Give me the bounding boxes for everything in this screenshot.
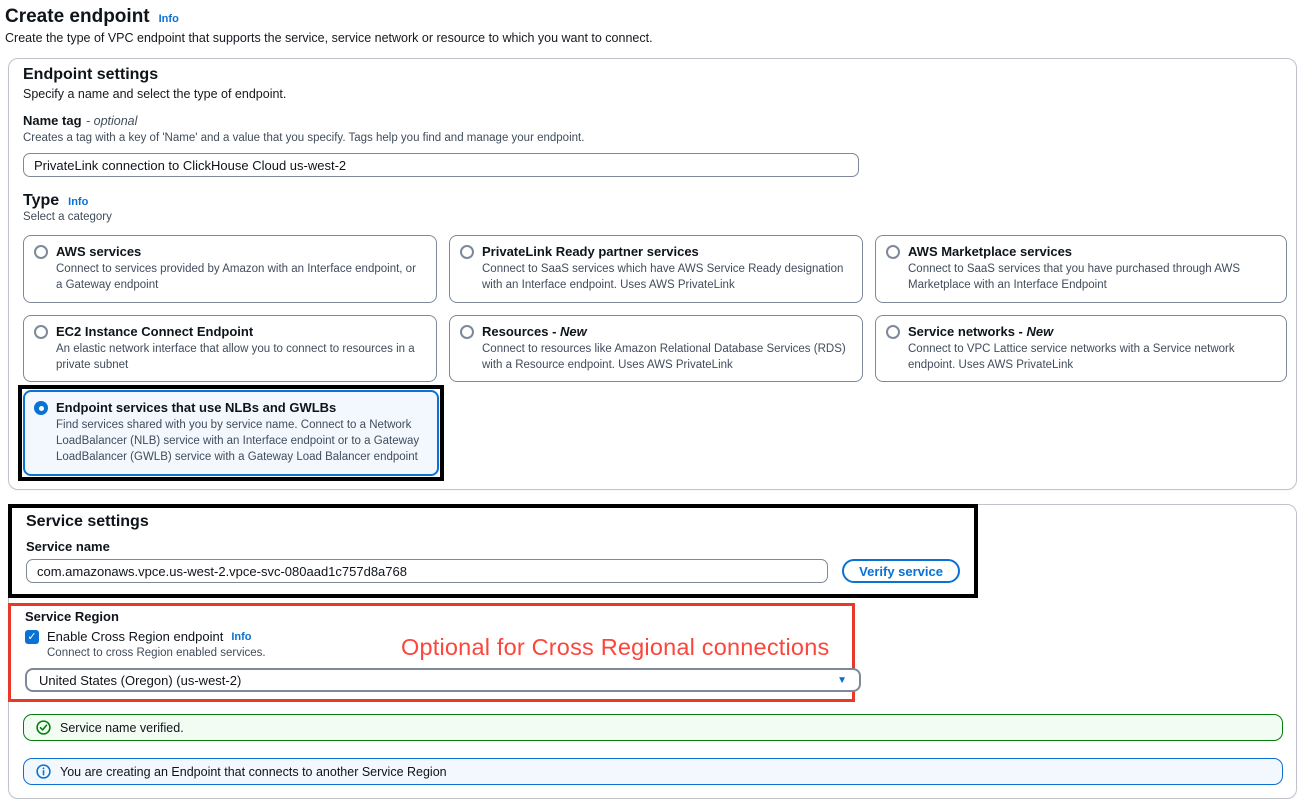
- verify-service-button[interactable]: Verify service: [842, 559, 960, 584]
- type-tiles-grid: AWS services Connect to services provide…: [18, 235, 1287, 482]
- tile-aws-marketplace-services[interactable]: AWS Marketplace services Connect to SaaS…: [875, 235, 1287, 303]
- success-alert-text: Service name verified.: [60, 720, 184, 735]
- service-settings-card: Service settings Service name Verify ser…: [8, 504, 1297, 799]
- endpoint-settings-card: Endpoint settings Specify a name and sel…: [8, 58, 1297, 491]
- service-name-label: Service name: [26, 539, 110, 555]
- tile-title: Endpoint services that use NLBs and GWLB…: [56, 400, 337, 416]
- tile-resources[interactable]: Resources - New Connect to resources lik…: [449, 314, 863, 383]
- name-tag-optional: - optional: [85, 114, 138, 128]
- tile-description: An elastic network interface that allow …: [56, 342, 415, 371]
- tile-title: PrivateLink Ready partner services: [482, 244, 699, 259]
- tile-service-networks[interactable]: Service networks - New Connect to VPC La…: [875, 314, 1287, 383]
- radio-unchecked-icon[interactable]: [886, 324, 900, 339]
- annotation-box-selected-tile: Endpoint services that use NLBs and GWLB…: [18, 385, 444, 482]
- cross-region-description: Connect to cross Region enabled services…: [47, 647, 266, 660]
- tile-description: Connect to services provided by Amazon w…: [56, 263, 416, 291]
- type-heading: Type: [23, 192, 60, 209]
- tile-privatelink-ready-partner-services[interactable]: PrivateLink Ready partner services Conne…: [449, 235, 863, 303]
- radio-unchecked-icon[interactable]: [886, 245, 900, 259]
- tile-description: Connect to resources like Amazon Relatio…: [482, 342, 846, 371]
- service-settings-heading: Service settings: [26, 513, 149, 531]
- chevron-down-icon: ▼: [837, 674, 847, 686]
- radio-unchecked-icon[interactable]: [460, 324, 474, 339]
- tile-title: AWS Marketplace services: [908, 244, 1073, 259]
- tile-title: Resources - New: [482, 323, 587, 339]
- info-alert: You are creating an Endpoint that connec…: [23, 758, 1283, 786]
- cross-region-checkbox[interactable]: ✓: [25, 629, 39, 644]
- tile-description: Connect to VPC Lattice service networks …: [908, 342, 1235, 371]
- page-title: Create endpoint: [5, 6, 150, 27]
- type-description: Select a category: [23, 211, 112, 223]
- tile-title: AWS services: [56, 244, 142, 259]
- check-circle-icon: [36, 720, 51, 735]
- radio-unchecked-icon[interactable]: [460, 245, 474, 259]
- info-alert-text: You are creating an Endpoint that connec…: [60, 764, 447, 779]
- endpoint-settings-heading: Endpoint settings: [23, 66, 159, 83]
- cross-region-info-link[interactable]: Info: [231, 630, 252, 643]
- name-tag-constraint: Creates a tag with a key of 'Name' and a…: [23, 132, 585, 144]
- service-name-row: Verify service: [26, 559, 960, 584]
- page-description: Create the type of VPC endpoint that sup…: [5, 31, 653, 45]
- radio-checked-icon[interactable]: [34, 401, 48, 416]
- page-header: Create endpoint Info: [4, 4, 1297, 31]
- region-select-dropdown[interactable]: United States (Oregon) (us-west-2) ▼: [25, 668, 861, 693]
- tile-ec2-instance-connect-endpoint[interactable]: EC2 Instance Connect Endpoint An elastic…: [23, 314, 437, 383]
- page-info-link[interactable]: Info: [158, 13, 179, 25]
- region-select-value: United States (Oregon) (us-west-2): [39, 672, 242, 688]
- tile-title: EC2 Instance Connect Endpoint: [56, 323, 254, 339]
- name-tag-field: Name tag - optional Creates a tag with a…: [23, 112, 1282, 177]
- radio-unchecked-icon[interactable]: [34, 245, 48, 259]
- annotation-box-service-region: Service Region ✓ Enable Cross Region end…: [8, 603, 861, 703]
- tile-endpoint-services-nlb-gwlb[interactable]: Endpoint services that use NLBs and GWLB…: [23, 390, 439, 477]
- radio-unchecked-icon[interactable]: [34, 324, 48, 339]
- name-tag-label: Name tag: [23, 113, 82, 128]
- tile-aws-services[interactable]: AWS services Connect to services provide…: [23, 235, 437, 303]
- tile-description: Connect to SaaS services which have AWS …: [482, 263, 844, 291]
- endpoint-settings-description: Specify a name and select the type of en…: [23, 87, 287, 101]
- type-info-link[interactable]: Info: [68, 196, 89, 208]
- type-heading-row: Type Info: [23, 192, 1282, 210]
- name-tag-input[interactable]: [23, 153, 859, 177]
- red-annotation-text: Optional for Cross Regional connections: [401, 634, 830, 661]
- service-region-label: Service Region: [25, 609, 119, 625]
- annotation-box-service-settings: Service settings Service name Verify ser…: [8, 504, 978, 599]
- cross-region-checkbox-row: ✓ Enable Cross Region endpoint Info: [25, 629, 401, 644]
- success-alert: Service name verified.: [23, 714, 1283, 742]
- info-circle-icon: [36, 764, 51, 779]
- tile-description: Connect to SaaS services that you have p…: [908, 263, 1240, 291]
- tile-description: Find services shared with you by service…: [56, 419, 420, 464]
- cross-region-checkbox-label: Enable Cross Region endpoint: [47, 629, 224, 645]
- tile-title: Service networks - New: [908, 323, 1054, 339]
- service-name-input[interactable]: [26, 559, 829, 584]
